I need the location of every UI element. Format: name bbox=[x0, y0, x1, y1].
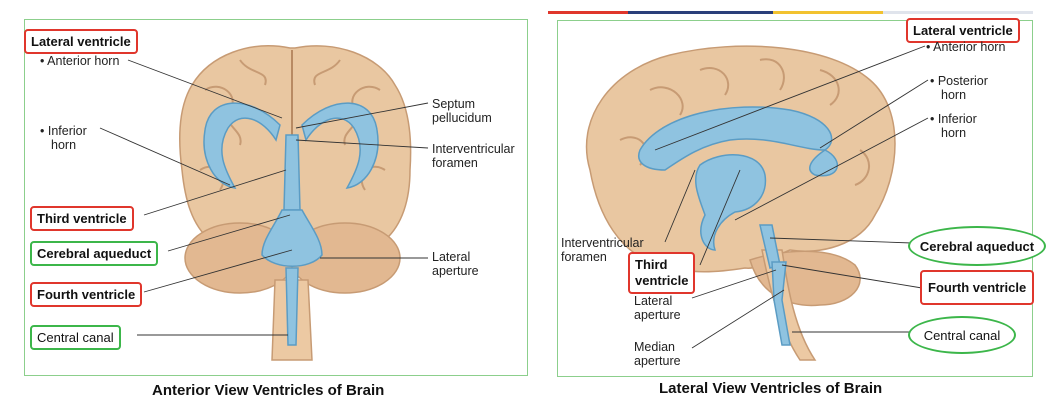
lateral-anterior-horn-label: • Anterior horn bbox=[926, 40, 1006, 54]
lateral-inferior-horn-label-line1: • Inferior bbox=[930, 112, 977, 126]
inferior-horn-label-line2: horn bbox=[51, 138, 77, 152]
median-aperture-label-line2: aperture bbox=[634, 354, 681, 368]
lateral-cerebral-aqueduct-label: Cerebral aqueduct bbox=[908, 226, 1046, 266]
inferior-horn-label-line1: • Inferior bbox=[40, 124, 87, 138]
anterior-lateral-aperture-label-line2: aperture bbox=[432, 264, 479, 278]
posterior-horn-label-line1: • Posterior bbox=[930, 74, 988, 88]
anterior-horn-label: • Anterior horn bbox=[40, 54, 120, 68]
lateral-leader-lines bbox=[654, 45, 929, 349]
anterior-central-canal-label: Central canal bbox=[30, 325, 121, 350]
lateral-fourth-ventricle-label: Fourth ventricle bbox=[920, 270, 1035, 305]
anterior-caption: Anterior View Ventricles of Brain bbox=[152, 382, 385, 399]
septum-pellucidum-label-line2: pellucidum bbox=[432, 111, 492, 125]
lateral-interventricular-label-line2: foramen bbox=[561, 250, 607, 264]
interventricular-foramen-label-line2: foramen bbox=[432, 156, 478, 170]
lateral-caption: Lateral View Ventricles of Brain bbox=[659, 380, 883, 397]
lateral-lateral-ventricle-label: Lateral ventricle bbox=[906, 18, 1020, 43]
posterior-horn-label-line2: horn bbox=[941, 88, 967, 102]
lateral-inferior-horn-label-line2: horn bbox=[941, 126, 967, 140]
header-stripe-grey bbox=[883, 11, 1033, 14]
anterior-lateral-ventricle-label: Lateral ventricle bbox=[24, 29, 138, 54]
interventricular-foramen-label-line1: Interventricular bbox=[432, 142, 515, 156]
lateral-third-ventricle-label: Third ventricle bbox=[628, 252, 696, 294]
septum-pellucidum-label-line1: Septum bbox=[432, 97, 476, 111]
anterior-leader-lines bbox=[99, 59, 429, 336]
lateral-interventricular-label-line1: Interventricular bbox=[561, 236, 644, 250]
anterior-third-ventricle-label: Third ventricle bbox=[30, 206, 134, 231]
lateral-lateral-aperture-label-line2: aperture bbox=[634, 308, 681, 322]
lateral-lateral-aperture-label-line1: Lateral bbox=[634, 294, 673, 308]
lateral-third-ventricle-line1: Third bbox=[635, 257, 668, 272]
median-aperture-label-line1: Median bbox=[634, 340, 675, 354]
lateral-third-ventricle-line2: ventricle bbox=[635, 273, 689, 288]
header-stripe-navy bbox=[628, 11, 773, 14]
anterior-cerebral-aqueduct-label: Cerebral aqueduct bbox=[30, 241, 159, 266]
anterior-lateral-aperture-label-line1: Lateral bbox=[432, 250, 471, 264]
header-stripe-red bbox=[548, 11, 628, 14]
lateral-brain-illustration bbox=[585, 45, 896, 361]
header-stripe-yellow bbox=[773, 11, 883, 14]
lateral-central-canal-label: Central canal bbox=[908, 316, 1016, 354]
anterior-brain-illustration bbox=[179, 45, 412, 361]
anterior-fourth-ventricle-label: Fourth ventricle bbox=[30, 282, 143, 307]
